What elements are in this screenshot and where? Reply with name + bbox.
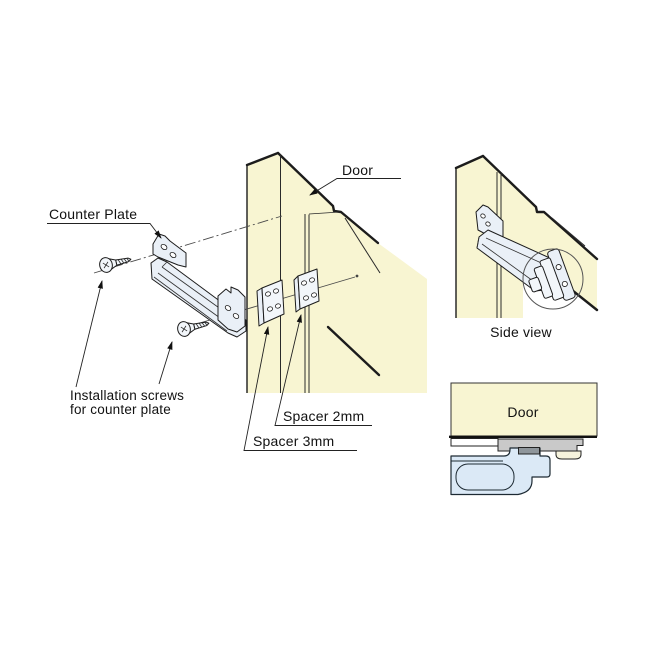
counter-plate-top-tab	[152, 233, 187, 268]
screw-hole	[160, 243, 168, 251]
spacer-hole	[303, 295, 309, 301]
upper-centerline	[93, 215, 283, 274]
screw-threads	[117, 257, 130, 265]
side-view-caption: Side view	[490, 324, 552, 340]
counter-plate-label: Counter Plate	[49, 206, 137, 222]
screw-hole	[480, 213, 486, 219]
latch-inner-wall	[455, 463, 515, 491]
spacer-hole	[309, 277, 315, 283]
install-screws-label-line2: for counter plate	[70, 402, 171, 417]
stack-screw-hole	[561, 280, 568, 287]
mount-plate-bump	[555, 450, 582, 460]
screw-hole	[232, 313, 240, 319]
spacer-3mm	[256, 279, 285, 327]
door-edge-plate	[450, 438, 499, 447]
screw-hole	[169, 251, 177, 259]
bottom-section-panel: Door	[449, 382, 598, 496]
spacer-hole	[275, 303, 281, 309]
spacer-2mm-leader-line	[274, 314, 372, 426]
spacer-hole	[311, 292, 317, 298]
counter-plate-end-tab	[217, 286, 246, 333]
spacer-hole	[267, 306, 273, 312]
screw-threads	[195, 321, 208, 329]
side-counter-plate	[475, 204, 584, 310]
spacer-2mm	[293, 268, 320, 313]
installation-screw-1	[99, 257, 132, 273]
stack-screw-hole	[555, 264, 562, 271]
side-door-top-edge-line	[481, 154, 599, 261]
side-view-panel: Side view	[454, 154, 599, 340]
door-label: Door	[342, 162, 373, 178]
counter-plate-arm-channel-lines	[150, 257, 237, 332]
screw-hole	[224, 305, 232, 311]
bottom-door-label: Door	[507, 404, 538, 420]
screws-leader-line-1	[75, 280, 103, 388]
counter-plate-leader-line	[47, 223, 162, 239]
screw-hole	[485, 221, 491, 227]
door-notch-connector-line	[308, 211, 341, 215]
installation-screw-2	[177, 321, 210, 337]
main-exploded-view: Door Counter Plate Installation screws f…	[47, 151, 427, 451]
spacer-3mm-label: Spacer 3mm	[253, 433, 334, 449]
stack-clamp	[528, 276, 543, 293]
door-top-left-edge-line	[245, 151, 280, 167]
screws-leader-line-2	[158, 341, 173, 385]
detail-highlight-circle	[522, 248, 584, 310]
phillips-slot-icon	[102, 261, 110, 269]
install-screws-label-line1: Installation screws	[70, 388, 184, 403]
side-door-top-left-edge-line	[454, 154, 485, 170]
strike-tab	[518, 447, 540, 455]
spacer-hole	[301, 280, 307, 286]
spacer-hole	[273, 288, 279, 294]
counter-plate	[150, 233, 247, 338]
side-plate-spacer-stack	[528, 248, 576, 301]
door-rabbet-line	[344, 217, 381, 274]
spacer-2mm-label: Spacer 2mm	[283, 408, 364, 424]
side-door-rabbet-line	[551, 217, 586, 247]
door-face	[247, 153, 427, 393]
door-leader-line	[309, 178, 401, 196]
door-top-edge-line	[276, 151, 380, 245]
spacer-hole	[265, 291, 271, 297]
centerline-end-dot	[355, 274, 359, 278]
phillips-slot-icon	[180, 325, 188, 333]
door-bottom-edge-line	[326, 325, 381, 377]
spacer-3mm-leader-line	[243, 326, 357, 451]
latch-body	[450, 447, 551, 496]
